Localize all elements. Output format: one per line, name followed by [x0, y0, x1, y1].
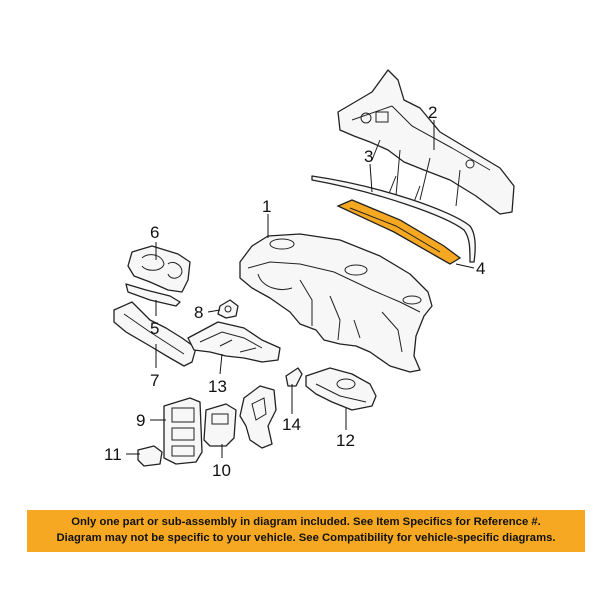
callout-9: 9	[136, 411, 145, 430]
callout-11: 11	[104, 445, 122, 464]
callout-14: 14	[282, 415, 301, 434]
part-8-clip	[217, 299, 239, 319]
callout-4: 4	[476, 259, 485, 278]
part-14-support-bracket	[239, 367, 303, 449]
callout-5: 5	[150, 319, 159, 338]
callout-numbers: 1 2 3 4 5 6 7 8 9 10 11 12 13 14	[104, 103, 485, 480]
part-10-vent	[203, 403, 237, 447]
disclaimer-banner: Only one part or sub-assembly in diagram…	[27, 510, 585, 552]
part-2-cross-car-beam	[337, 69, 515, 215]
callout-3: 3	[364, 147, 373, 166]
part-3-defroster-duct	[311, 175, 476, 263]
callout-6: 6	[150, 223, 159, 242]
part-7-knee-bolster	[113, 301, 197, 367]
part-4-highlighted-panel	[336, 199, 462, 265]
callout-2: 2	[428, 103, 437, 122]
part-1-instrument-panel	[239, 233, 433, 373]
leader-lines	[126, 120, 475, 458]
part-5-trim-strip	[125, 283, 181, 307]
callout-8: 8	[194, 303, 203, 322]
part-11-switch	[137, 445, 163, 467]
callout-10: 10	[212, 461, 231, 480]
callout-7: 7	[150, 371, 159, 390]
part-9-center-bezel	[163, 397, 203, 465]
part-4-highlight-fill	[336, 199, 462, 265]
part-6-cluster-bezel	[127, 245, 191, 293]
disclaimer-line-1: Only one part or sub-assembly in diagram…	[71, 516, 541, 528]
disclaimer-line-2: Diagram may not be specific to your vehi…	[56, 532, 556, 544]
callout-1: 1	[262, 197, 271, 216]
callout-13: 13	[208, 377, 227, 396]
part-12-glove-box	[305, 367, 377, 411]
callout-12: 12	[336, 431, 355, 450]
part-13-reinforcement	[187, 321, 281, 363]
